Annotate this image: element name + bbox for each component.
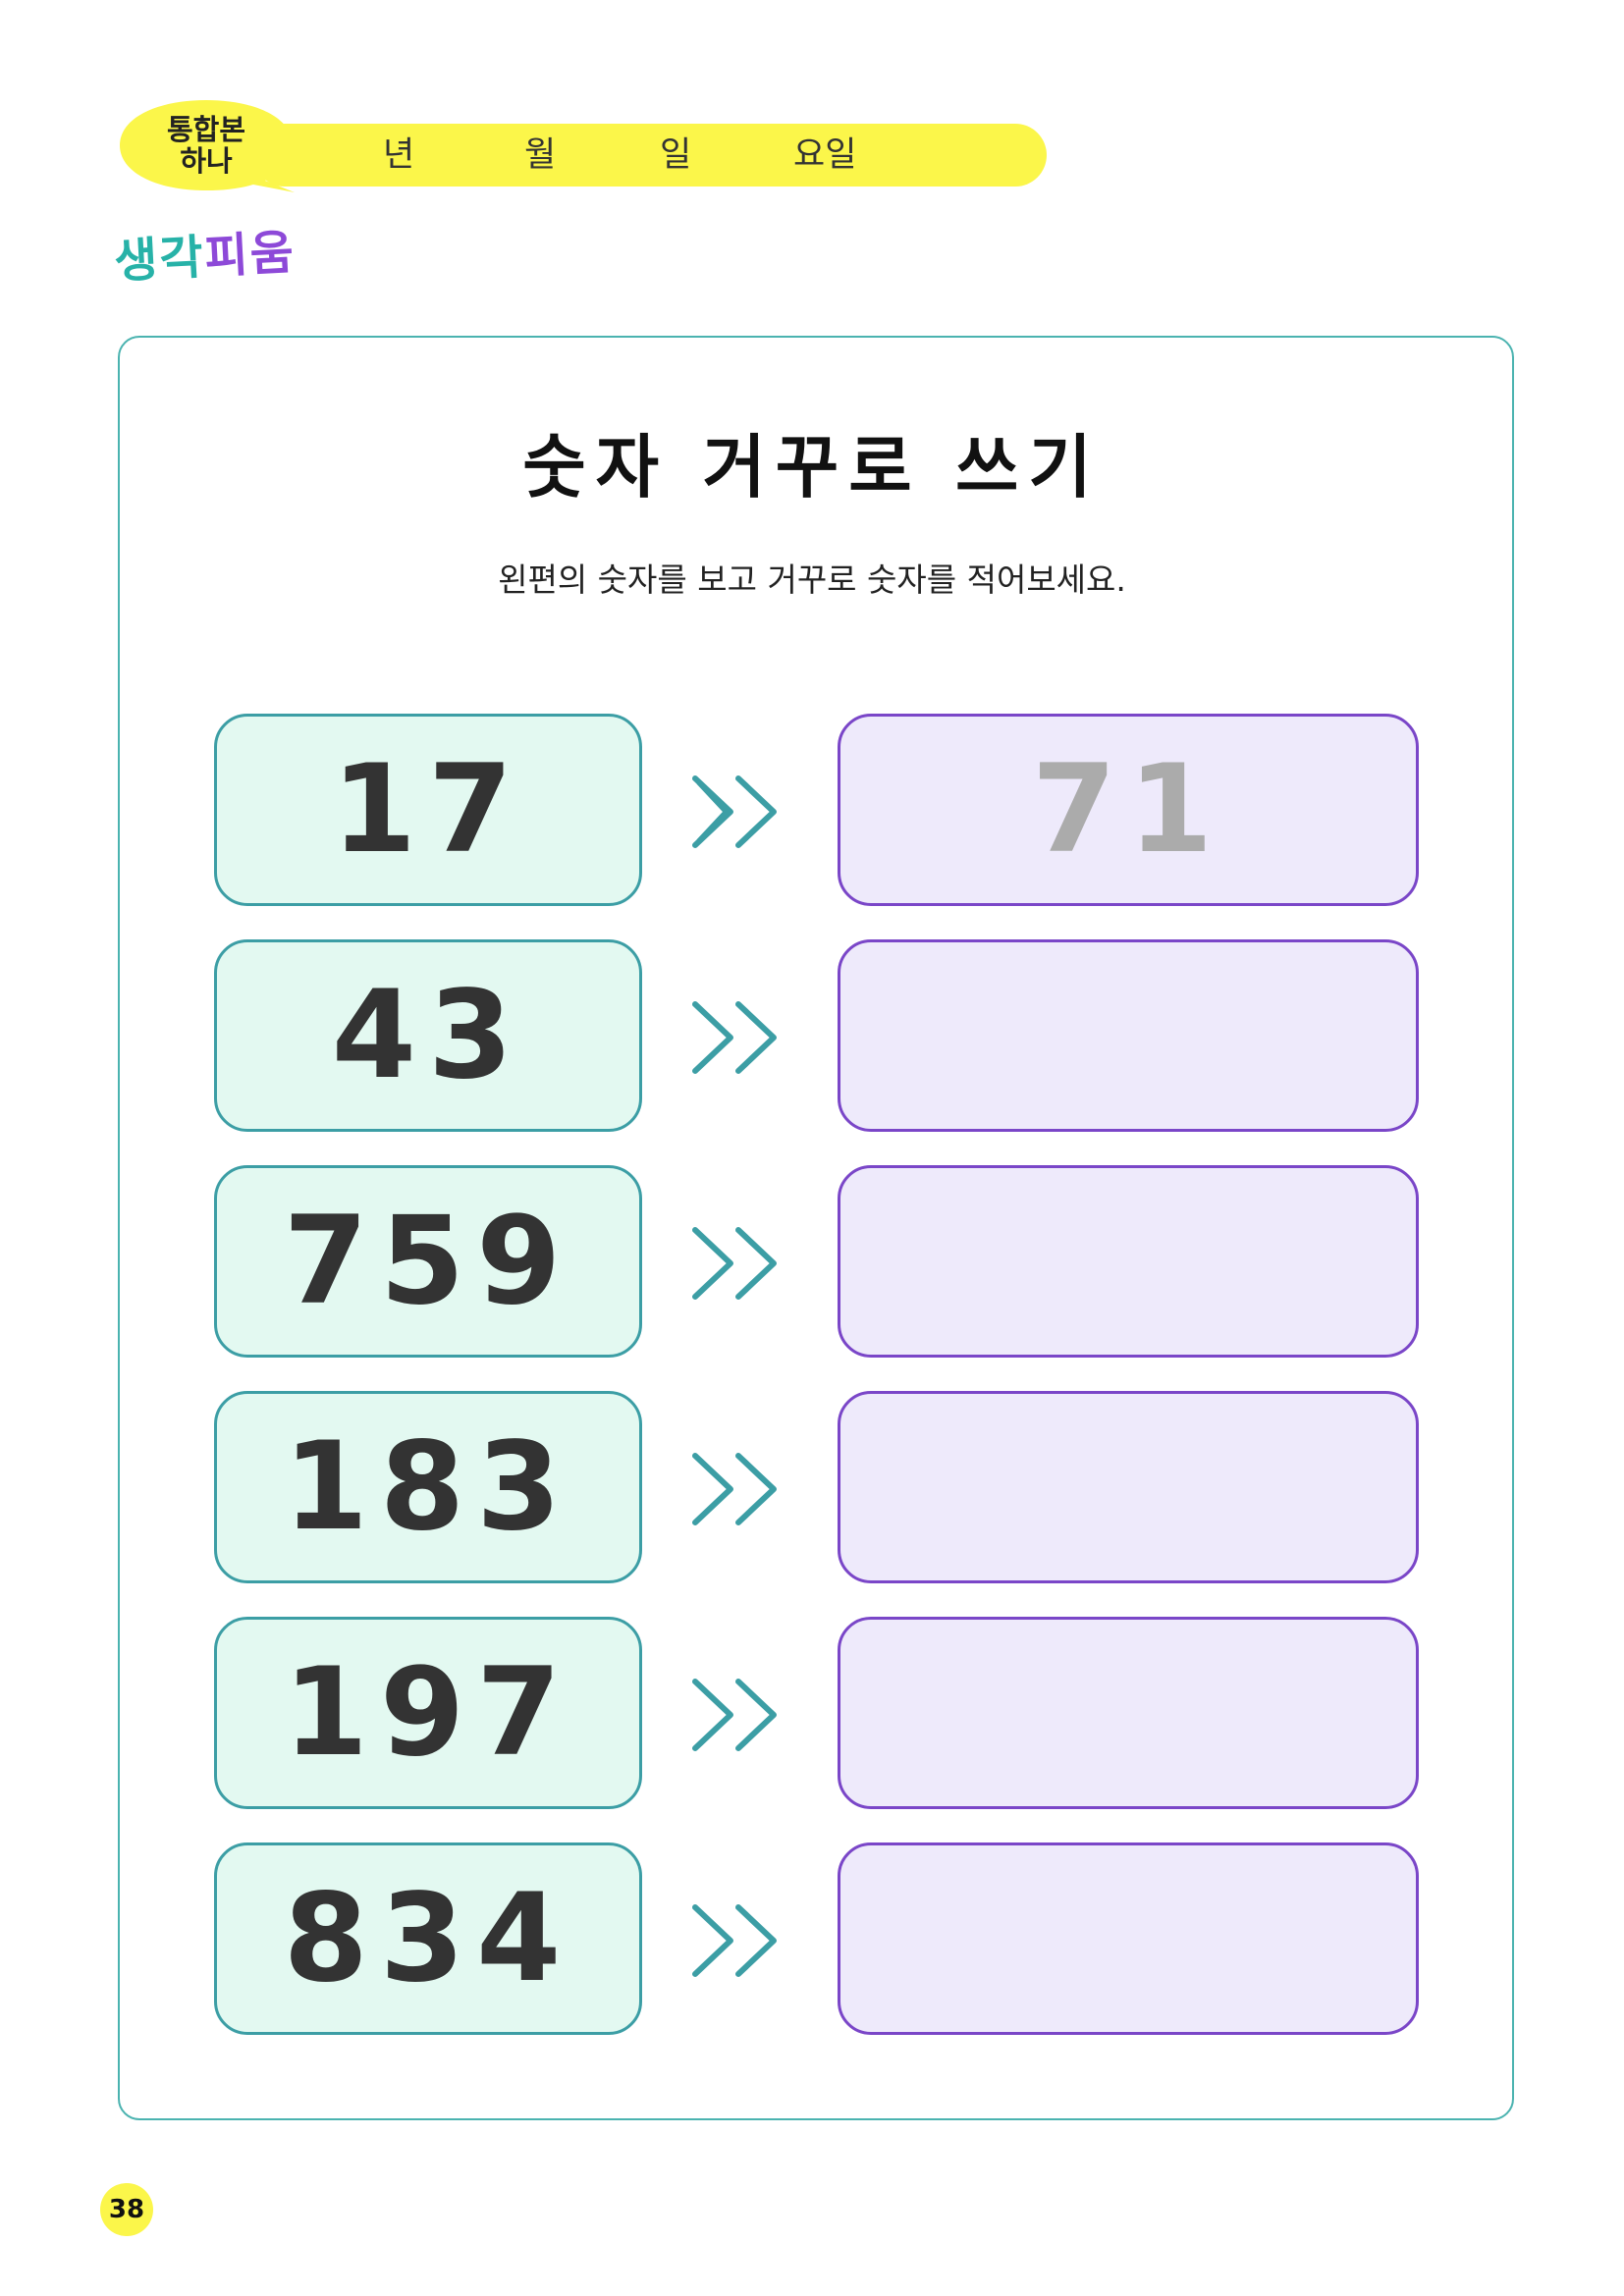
bubble-line-2: 하나 <box>180 144 233 178</box>
exercise-row: 43 <box>0 939 1624 1134</box>
worksheet-title: 숫자 거꾸로 쓰기 <box>522 427 1102 507</box>
answer-box[interactable] <box>838 939 1419 1132</box>
answer-box[interactable] <box>838 1165 1419 1358</box>
given-number-box: 17 <box>214 714 642 906</box>
given-number-box: 197 <box>214 1617 642 1809</box>
given-number-box: 43 <box>214 939 642 1132</box>
double-chevron-right-icon <box>692 1679 777 1751</box>
date-weekday-label: 요일 <box>793 135 857 175</box>
worksheet-panel <box>118 336 1514 2120</box>
date-bar: 년 월 일 요일 <box>253 124 1047 187</box>
answer-box[interactable] <box>838 1391 1419 1583</box>
answer-box[interactable]: 71 <box>838 714 1419 906</box>
speech-bubble-icon <box>120 100 295 192</box>
answer-box[interactable] <box>838 1617 1419 1809</box>
date-month-label: 월 <box>524 135 557 175</box>
brand-part-1: 생각 <box>112 230 207 290</box>
given-number-box: 759 <box>214 1165 642 1358</box>
double-chevron-right-icon <box>692 1453 777 1525</box>
date-day-label: 일 <box>660 135 692 175</box>
double-chevron-right-icon <box>692 775 777 848</box>
series-badge: 통합본 하나 <box>108 94 304 202</box>
bubble-line-1: 통합본 <box>166 113 246 146</box>
answer-box[interactable] <box>838 1842 1419 2035</box>
exercise-row: 834 <box>0 1842 1624 2037</box>
date-year-label: 년 <box>383 135 415 175</box>
brand-part-2: 피움 <box>203 225 298 285</box>
double-chevron-right-icon <box>692 1001 777 1074</box>
given-number-box: 183 <box>214 1391 642 1583</box>
exercise-row: 759 <box>0 1165 1624 1360</box>
double-chevron-right-icon <box>692 1904 777 1977</box>
double-chevron-right-icon <box>692 1227 777 1300</box>
worksheet-instruction: 왼편의 숫자를 보고 거꾸로 숫자를 적어보세요. <box>498 561 1126 599</box>
given-number-box: 834 <box>214 1842 642 2035</box>
brand-logo: 생각피움 <box>112 213 297 292</box>
exercise-row: 197 <box>0 1617 1624 1811</box>
exercise-row: 183 <box>0 1391 1624 1585</box>
page-number: 38 <box>100 2183 153 2236</box>
exercise-row: 17 71 <box>0 714 1624 908</box>
